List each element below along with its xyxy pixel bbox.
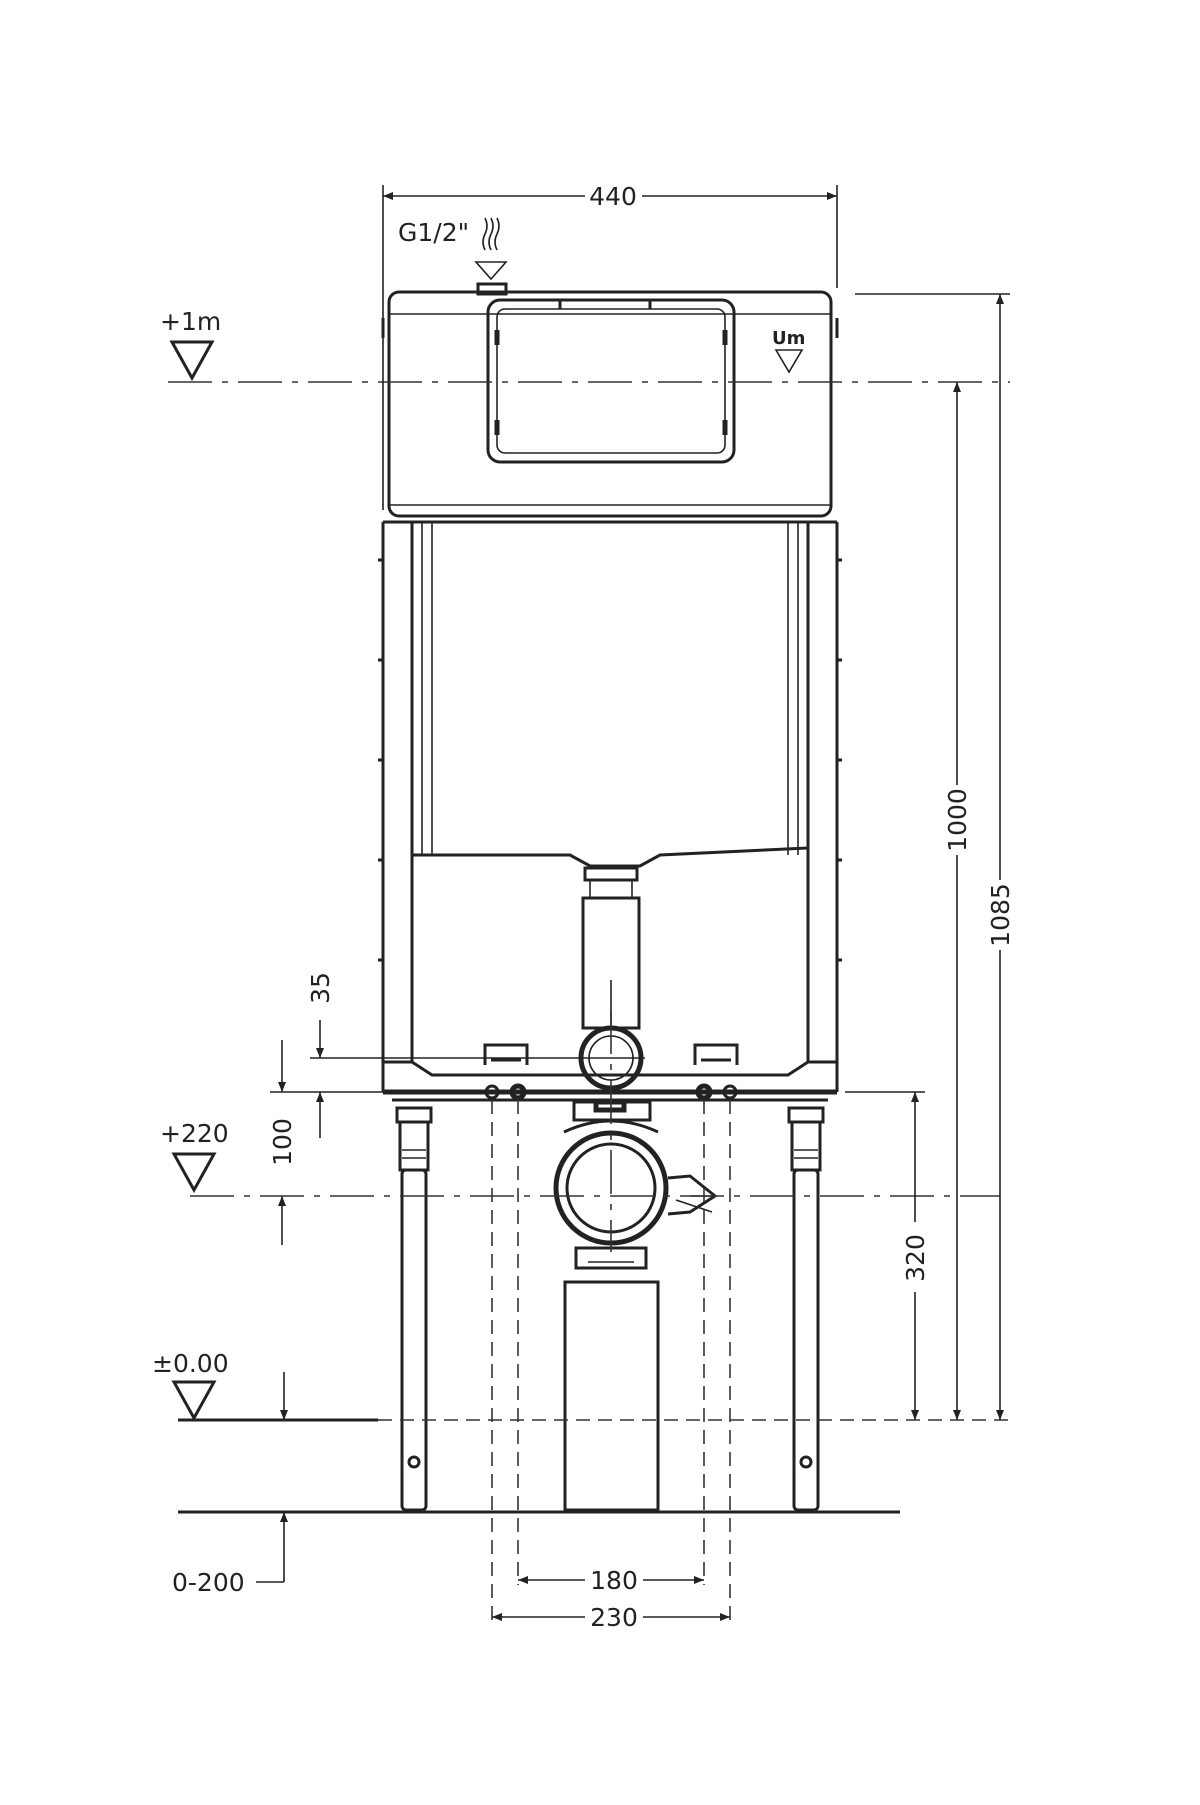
dimension-180: 180 — [518, 1566, 704, 1595]
dimension-label-180: 180 — [590, 1566, 638, 1595]
dimension-label-100: 100 — [268, 1118, 297, 1166]
inlet-valve — [476, 282, 508, 296]
dimension-label-320: 320 — [901, 1234, 930, 1282]
dimension-label-230: 230 — [590, 1603, 638, 1632]
flush-pipe — [578, 866, 644, 1091]
drain-pipe — [553, 1099, 718, 1512]
dimension-label-0-200: 0-200 — [172, 1568, 245, 1597]
cistern-body — [381, 282, 839, 518]
frame-leg-left — [395, 1106, 433, 1512]
level-triangle-icon — [171, 1380, 217, 1422]
dimension-label-1000: 1000 — [943, 788, 972, 852]
um-marker-icon: Um — [772, 328, 805, 374]
dimension-1000: 1000 — [943, 382, 972, 1420]
dimension-35: 35 — [270, 972, 580, 1138]
dimension-0-200: 0-200 — [172, 1372, 288, 1597]
dimension-320: 320 — [845, 1091, 930, 1420]
inlet-size-label: G1/2" — [398, 218, 469, 247]
level-label-1m: +1m — [160, 307, 221, 336]
um-label: Um — [772, 328, 805, 349]
dimension-label-35: 35 — [306, 972, 335, 1004]
water-inlet-arrow-icon — [474, 217, 508, 281]
dimension-100: 100 — [268, 1040, 297, 1245]
level-marker-1m: +1m — [160, 307, 221, 382]
level-marker-220: +220 — [160, 1119, 229, 1194]
dimension-label-440: 440 — [589, 182, 637, 211]
dimension-label-1085: 1085 — [986, 883, 1015, 947]
dimension-440: 440 — [382, 182, 838, 510]
level-label-zero: ±0.00 — [152, 1349, 229, 1378]
level-marker-zero: ±0.00 — [152, 1349, 229, 1422]
level-triangle-icon — [171, 1152, 217, 1194]
mounting-frame — [378, 520, 842, 1102]
dimension-230: 230 — [492, 1603, 730, 1632]
level-label-220: +220 — [160, 1119, 229, 1148]
level-triangle-icon — [169, 340, 215, 382]
flush-plate-opening — [486, 298, 736, 464]
frame-leg-right — [787, 1106, 825, 1512]
dimension-1085: 1085 — [855, 293, 1015, 1420]
